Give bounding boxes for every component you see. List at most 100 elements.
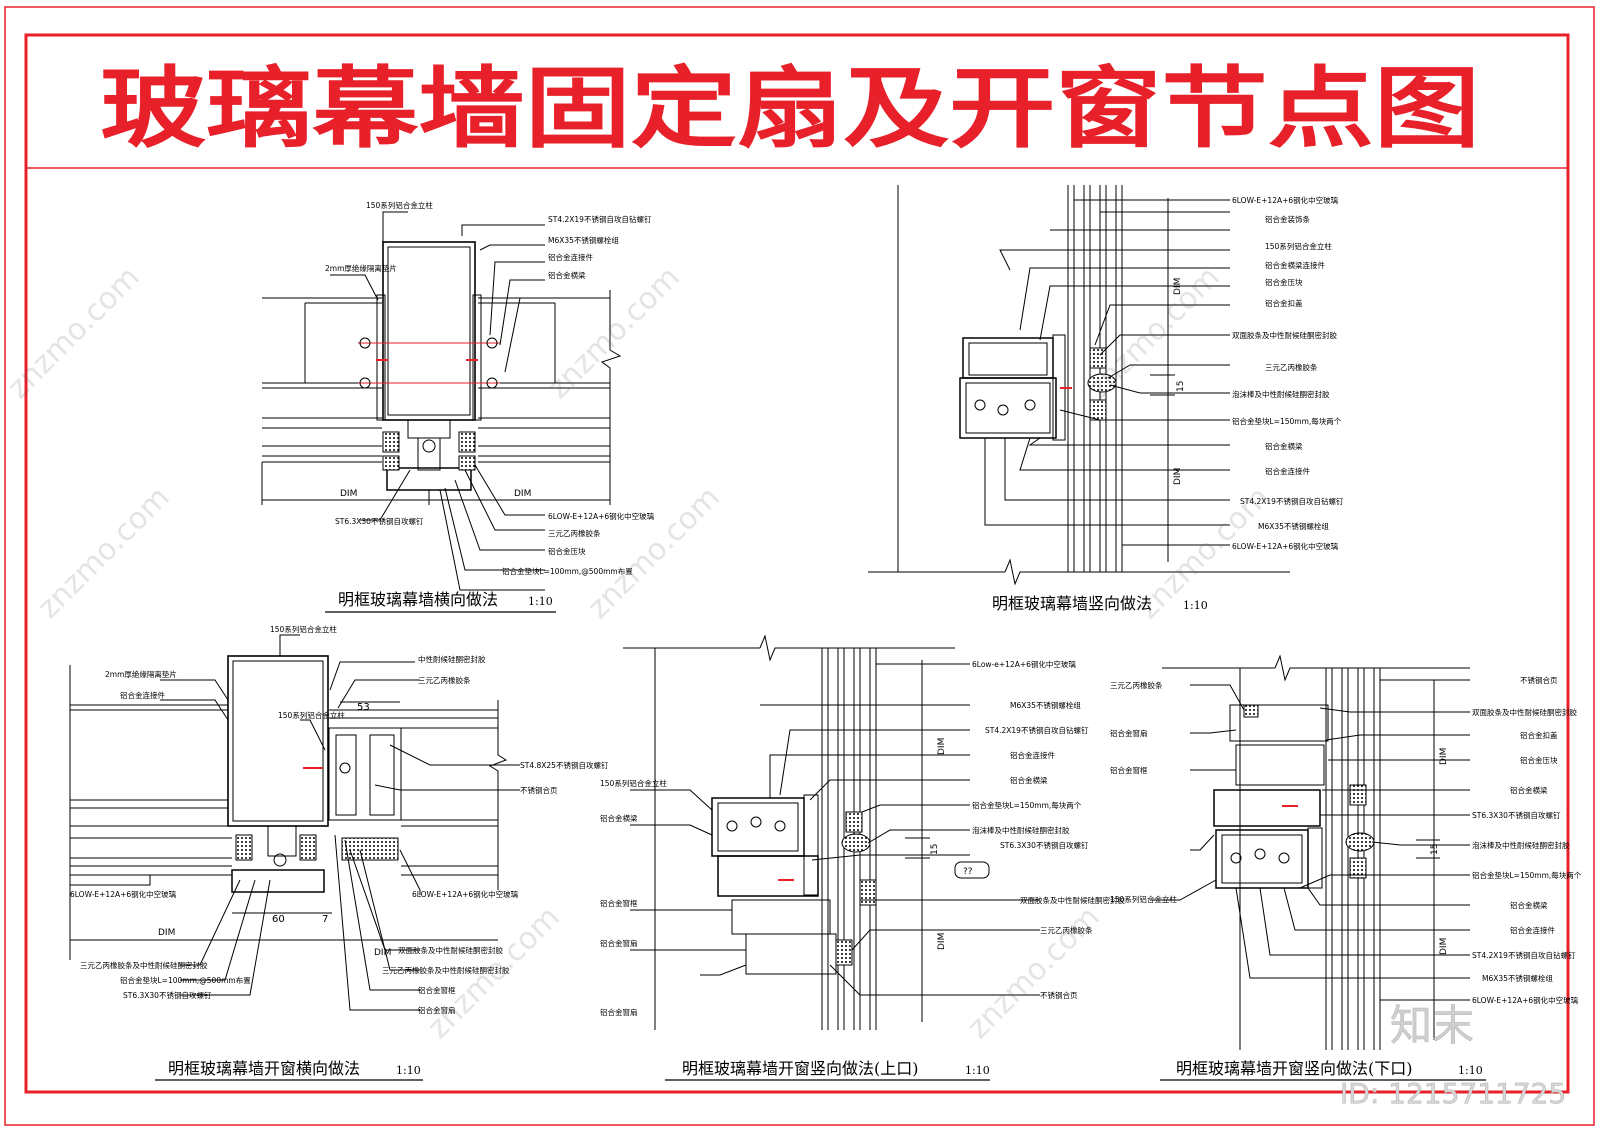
- callout-label: 铝合金窗扇: [418, 1005, 456, 1015]
- dimension-label: DIM: [1439, 938, 1449, 955]
- detail-caption: 明框玻璃幕墙横向做法: [338, 590, 498, 609]
- callout-label: 铝合金连接件: [548, 252, 593, 262]
- brand-logo: 知末: [1390, 1001, 1474, 1050]
- dimension-label: 7: [322, 914, 328, 925]
- callout-label: 铝合金压块: [548, 546, 586, 556]
- callout-label: 铝合金垫块L=150mm,每块两个: [1232, 416, 1342, 426]
- callout-label: 铝合金装饰条: [1265, 214, 1310, 224]
- dimension-label: 15: [1430, 844, 1440, 855]
- callout-label: ST4.2X19不锈钢自攻自钻螺钉: [1472, 950, 1576, 960]
- callout-label: 铝合金窗扇: [600, 938, 638, 948]
- detail-caption: 明框玻璃幕墙竖向做法: [992, 594, 1152, 613]
- dimension-label: 53: [357, 702, 370, 713]
- callout-label: 6LOW-E+12A+6钢化中空玻璃: [1232, 195, 1339, 205]
- callout-label: 三元乙丙橡胶条及中性耐候硅酮密封胶: [80, 960, 208, 970]
- callout-label: 铝合金压块: [1520, 755, 1558, 765]
- watermark-text: znzmo.com: [541, 260, 687, 406]
- detail-window-vertical-bottom: [1150, 654, 1470, 1050]
- dimension-label: DIM: [1439, 748, 1449, 765]
- callout-label: 6Low-e+12A+6钢化中空玻璃: [972, 659, 1076, 669]
- dimension-label: DIM: [340, 489, 357, 499]
- detail-scale: 1:10: [396, 1064, 421, 1077]
- callout-label: 150系列铝合金立柱: [270, 624, 337, 634]
- callout-label: 三元乙丙橡胶条及中性耐候硅酮密封胶: [382, 965, 510, 975]
- detail-caption: 明框玻璃幕墙开窗竖向做法(下口): [1176, 1059, 1413, 1078]
- dimension-label: DIM: [1173, 278, 1183, 295]
- callout-label: 150系列铝合金立柱: [600, 778, 667, 788]
- watermark: znzmo.com znzmo.com znzmo.com znzmo.com …: [1, 260, 1277, 1046]
- callout-label: 6LOW-E+12A+6钢化中空玻璃: [412, 889, 519, 899]
- detail-window-vertical-bottom-labels: 三元乙丙橡胶条 铝合金窗扇 铝合金窗框 不锈钢合页 双面胶条及中性耐候硅酮密封胶…: [1110, 675, 1582, 1081]
- callout-label: ST4.2X19不锈钢自攻自钻螺钉: [985, 725, 1089, 735]
- watermark-text: znzmo.com: [1, 260, 147, 406]
- callout-label: 三元乙丙橡胶条: [1110, 680, 1163, 690]
- callout-label: ST6.3X30不锈钢自攻螺钉: [1000, 840, 1089, 850]
- detail-window-horizontal-labels: 150系列铝合金立柱 中性耐候硅酮密封胶 2mm厚绝缘隔离垫片 铝合金连接件 三…: [70, 624, 609, 1081]
- dimension-label: DIM: [1173, 468, 1183, 485]
- callout-label: M6X35不锈钢螺栓组: [1010, 700, 1081, 710]
- detail-scale: 1:10: [1458, 1064, 1483, 1077]
- callout-label: 三元乙丙橡胶条: [1040, 925, 1093, 935]
- callout-label: M6X35不锈钢螺栓组: [548, 235, 619, 245]
- callout-label: 泡沫棒及中性耐候硅酮密封胶: [972, 825, 1070, 835]
- callout-label: 双面胶条及中性耐候硅酮密封胶: [1232, 330, 1337, 340]
- sheet-title: 玻璃幕墙固定扇及开窗节点图: [100, 57, 1480, 160]
- callout-label: 不锈钢合页: [520, 785, 558, 795]
- callout-label: M6X35不锈钢螺栓组: [1258, 521, 1329, 531]
- callout-label: 6LOW-E+12A+6钢化中空玻璃: [1232, 541, 1339, 551]
- callout-label: 铝合金连接件: [1265, 466, 1310, 476]
- callout-label: 中性耐候硅酮密封胶: [418, 654, 486, 664]
- callout-label: 150系列铝合金立柱: [1110, 894, 1177, 904]
- callout-label: 泡沫棒及中性耐候硅酮密封胶: [1232, 389, 1330, 399]
- dimension-label: DIM: [937, 933, 947, 950]
- outer-border: [4, 6, 1595, 1126]
- image-id: ID: 1215711725: [1340, 1077, 1566, 1110]
- detail-scale: 1:10: [1183, 599, 1208, 612]
- callout-label: 双面胶条及中性耐候硅酮密封胶: [398, 945, 503, 955]
- callout-label: ST6.3X30不锈钢自攻螺钉: [123, 990, 212, 1000]
- watermark-text: znzmo.com: [31, 480, 177, 626]
- callout-label: 三元乙丙橡胶条: [1265, 362, 1318, 372]
- callout-label: 150系列铝合金立柱: [278, 710, 345, 720]
- detail-caption: 明框玻璃幕墙开窗竖向做法(上口): [682, 1059, 919, 1078]
- dimension-label: DIM: [514, 489, 531, 499]
- callout-label: 铝合金垫块L=100mm,@500mm布置: [120, 975, 251, 985]
- callout-label: 铝合金连接件: [1510, 925, 1555, 935]
- callout-label: 铝合金横梁: [548, 270, 586, 280]
- detail-vertical: [868, 185, 1290, 586]
- callout-label: 铝合金窗扇: [600, 1007, 638, 1017]
- detail-window-horizontal: [69, 634, 520, 1011]
- detail-window-vertical-top-labels: 6Low-e+12A+6钢化中空玻璃 M6X35不锈钢螺栓组 ST4.2X19不…: [600, 659, 1125, 1081]
- callout-label: 铝合金连接件: [1010, 750, 1055, 760]
- callout-label: 150系列铝合金立柱: [366, 200, 433, 210]
- callout-label: 2mm厚绝缘隔离垫片: [105, 669, 177, 679]
- callout-label: 不锈钢合页: [1040, 990, 1078, 1000]
- detail-window-vertical-top: [623, 634, 1040, 1030]
- detail-scale: 1:10: [965, 1064, 990, 1077]
- callout-label: 铝合金窗框: [418, 985, 456, 995]
- callout-label: 铝合金垫块L=100mm,@500mm布置: [502, 566, 633, 576]
- callout-label: 6LOW-E+12A+6钢化中空玻璃: [70, 889, 177, 899]
- dimension-label: DIM: [374, 948, 391, 958]
- callout-label: 铝合金扣盖: [1520, 730, 1558, 740]
- callout-label: 双面胶条及中性耐候硅酮密封胶: [1020, 895, 1125, 905]
- dimension-label: DIM: [158, 928, 175, 938]
- callout-label: 150系列铝合金立柱: [1265, 241, 1332, 251]
- callout-label: 铝合金横梁: [1510, 900, 1548, 910]
- detail-horizontal: [261, 211, 622, 591]
- callout-label: 铝合金垫块L=150mm,每块两个: [972, 800, 1082, 810]
- callout-label: 双面胶条及中性耐候硅酮密封胶: [1472, 707, 1577, 717]
- callout-label: 铝合金横梁: [1265, 441, 1303, 451]
- dimension-label: 15: [1176, 381, 1186, 392]
- watermark-text: znzmo.com: [961, 900, 1107, 1046]
- callout-label: 铝合金横梁: [1510, 785, 1548, 795]
- dimension-label: 15: [930, 844, 940, 855]
- dimension-label: ??: [963, 867, 973, 877]
- watermark-text: znzmo.com: [581, 480, 727, 626]
- detail-caption: 明框玻璃幕墙开窗横向做法: [168, 1059, 360, 1078]
- callout-label: 铝合金横梁: [1010, 775, 1048, 785]
- callout-label: 泡沫棒及中性耐候硅酮密封胶: [1472, 840, 1570, 850]
- callout-label: 铝合金窗扇: [1110, 728, 1148, 738]
- callout-label: 铝合金连接件: [120, 690, 165, 700]
